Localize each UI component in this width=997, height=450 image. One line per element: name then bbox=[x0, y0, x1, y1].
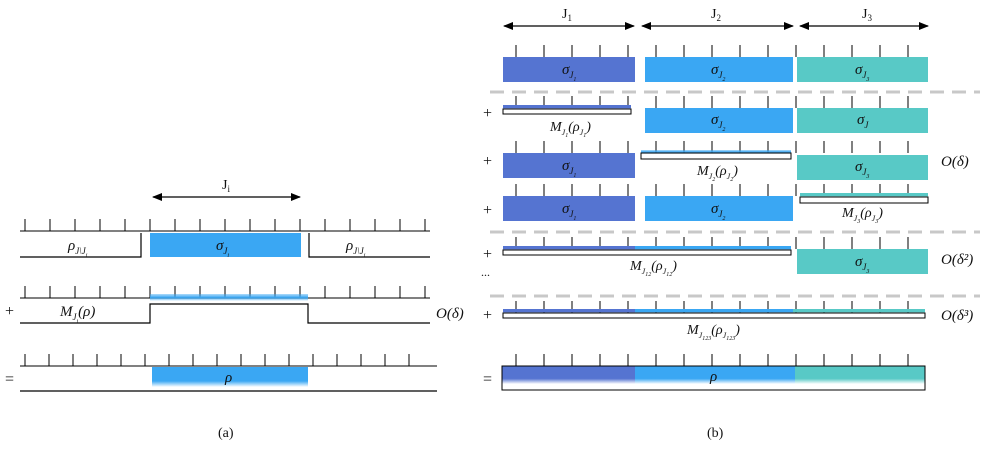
ellipsis: ... bbox=[481, 265, 490, 279]
m-j1-box bbox=[502, 108, 632, 115]
sigma-j1-label: σJ1 bbox=[562, 62, 576, 83]
m-j3-strip bbox=[800, 193, 928, 197]
sigma-j2-label: σJ2 bbox=[711, 62, 725, 83]
row-b1: σJ1 σJ2 σJ3 bbox=[503, 45, 928, 83]
sigma-j3-label: σJ3 bbox=[855, 254, 869, 275]
rho-block-dark bbox=[502, 366, 635, 384]
header-j3: J3 bbox=[862, 7, 872, 23]
sigma-j3-block bbox=[797, 155, 928, 180]
plus-sign: + bbox=[483, 246, 492, 263]
m-j1-label: MJ1(ρJ1) bbox=[549, 120, 591, 139]
sigma-j1-label: σJ1 bbox=[562, 201, 576, 222]
m-j123-strip-dark bbox=[503, 309, 635, 313]
rho-label: ρ bbox=[224, 370, 232, 386]
sigma-ji-block bbox=[150, 233, 301, 257]
m-j3-box bbox=[799, 196, 929, 204]
sigma-j3-block bbox=[797, 249, 928, 274]
sigma-j1-block bbox=[503, 196, 635, 221]
rho-block-teal bbox=[795, 366, 925, 384]
row-b7: = ρ bbox=[483, 354, 926, 391]
m-j123-label: MJ123(ρJ123) bbox=[686, 323, 740, 342]
plus-sign: + bbox=[483, 202, 492, 219]
row-b2: + MJ1(ρJ1) σJ2 σJ bbox=[483, 96, 928, 139]
caption-b: (b) bbox=[707, 426, 724, 441]
m-j2-box bbox=[640, 152, 792, 160]
sigma-j3-label: σJ3 bbox=[855, 62, 869, 83]
rho-right-label: ρJ\Ji bbox=[345, 238, 366, 259]
tick-marks bbox=[24, 286, 426, 298]
sigma-j3-label: σJ3 bbox=[855, 159, 869, 180]
m-j123-strip-light bbox=[635, 309, 793, 313]
sigma-j-block bbox=[797, 108, 928, 133]
sigma-j-label: σJ bbox=[857, 112, 869, 130]
order-delta: O(δ) bbox=[436, 306, 464, 322]
row-b4: + σJ1 σJ2 MJ3(ρJ3) bbox=[483, 184, 929, 225]
caption-a: (a) bbox=[218, 426, 234, 441]
sigma-j1-block bbox=[503, 57, 635, 82]
m-ji-step bbox=[20, 303, 430, 324]
row-a2: + MJi(ρ) O(δ) bbox=[5, 286, 464, 325]
order-delta-cubed: O(δ³) bbox=[941, 308, 973, 324]
rho-label: ρ bbox=[709, 369, 717, 385]
tick-marks bbox=[24, 354, 410, 366]
rho-right-bracket bbox=[308, 233, 430, 258]
m-j2-label: MJ2(ρJ2) bbox=[696, 164, 738, 183]
tick-marks bbox=[515, 45, 909, 57]
sigma-j3-block bbox=[797, 57, 928, 82]
order-delta-squared: O(δ²) bbox=[941, 252, 973, 268]
sigma-j2-block bbox=[645, 57, 793, 82]
plus-sign: + bbox=[5, 303, 14, 320]
rho-block bbox=[152, 367, 308, 387]
row-b3: + σJ1 MJ2(ρJ2) σJ3 O(δ) bbox=[483, 141, 969, 183]
sigma-j1-block bbox=[503, 153, 635, 178]
blue-strip bbox=[150, 294, 308, 301]
header-j2: J2 bbox=[711, 7, 721, 23]
m-j1-strip bbox=[503, 105, 631, 109]
m-j12-box bbox=[502, 249, 792, 256]
rho-left-bracket bbox=[20, 233, 142, 258]
equals-sign: = bbox=[483, 371, 492, 388]
plus-sign: + bbox=[483, 307, 492, 324]
ji-label: Ji bbox=[222, 178, 230, 194]
row-b6: + MJ123(ρJ123) O(δ³) bbox=[483, 301, 973, 342]
m-j3-label: MJ3(ρJ3) bbox=[841, 206, 883, 225]
plus-sign: + bbox=[483, 105, 492, 122]
sigma-j2-label: σJ2 bbox=[711, 201, 725, 222]
rho-block-light bbox=[635, 366, 795, 384]
m-j12-strip-dark bbox=[503, 246, 635, 250]
m-j123-box bbox=[502, 312, 926, 319]
sigma-j2-label: σJ2 bbox=[711, 112, 725, 133]
rho-left-label: ρJ\Ji bbox=[67, 238, 88, 259]
m-j12-label: MJ12(ρJ12) bbox=[629, 259, 677, 278]
sigma-j2-block bbox=[645, 196, 793, 221]
order-delta: O(δ) bbox=[941, 154, 969, 170]
header-j1: J1 bbox=[562, 7, 572, 23]
m-j2-strip bbox=[641, 150, 791, 154]
row-a1: ρJ\Ji σJi ρJ\Ji bbox=[20, 219, 430, 259]
m-j12-strip-light bbox=[635, 246, 791, 250]
sigma-j1-label: σJ1 bbox=[562, 158, 576, 179]
equals-sign: = bbox=[5, 371, 14, 388]
m-j123-strip-teal bbox=[793, 309, 925, 313]
rho-box bbox=[501, 365, 926, 391]
tick-marks bbox=[24, 219, 426, 231]
row-a3: = ρ bbox=[5, 354, 437, 392]
panel-a: Ji ρJ\Ji σJi ρJ\Ji + MJi(ρ) O(δ) = bbox=[5, 178, 464, 441]
tick-marks bbox=[515, 354, 909, 366]
panel-b: J1 J2 J3 σJ1 σJ2 σJ3 + MJ1(ρJ1) σJ2 σJ bbox=[481, 7, 980, 441]
row-b5: + ... MJ12(ρJ12) σJ3 O(δ²) bbox=[481, 237, 973, 279]
sigma-j2-block bbox=[645, 108, 793, 133]
plus-sign: + bbox=[483, 153, 492, 170]
m-ji-label: MJi(ρ) bbox=[59, 304, 95, 325]
sigma-ji-label: σJi bbox=[216, 238, 229, 259]
